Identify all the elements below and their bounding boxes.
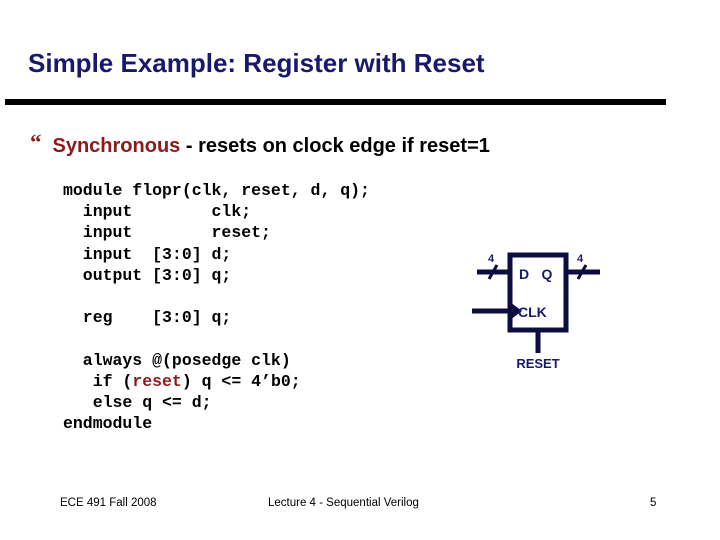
pin-label-clk: CLK — [518, 304, 547, 320]
footer-lecture-title: Lecture 4 - Sequential Verilog — [268, 497, 419, 509]
page-title: Simple Example: Register with Reset — [28, 48, 485, 78]
code-line: always @(posedge clk) — [63, 350, 291, 370]
code-line: output [3:0] q; — [63, 265, 232, 285]
d-bus-slash-icon — [487, 264, 499, 280]
clock-edge-triangle-icon — [510, 302, 522, 320]
footer-course: ECE 491 Fall 2008 — [60, 497, 157, 509]
q-bus-width-label: 4 — [577, 253, 584, 265]
code-line: input clk; — [63, 202, 252, 222]
schematic-svg: 4 4 D Q CLK RESET — [472, 252, 600, 371]
code-line: module flopr(clk, reset, d, q); — [63, 181, 370, 200]
q-bus-slash-icon — [576, 264, 588, 280]
reset-label: RESET — [516, 356, 559, 371]
code-keyword-reset: reset — [132, 371, 182, 391]
bullet-item: “ Synchronous - resets on clock edge if r… — [30, 130, 490, 159]
pin-label-q: Q — [542, 266, 553, 282]
code-line: reg [3:0] q; — [63, 308, 232, 328]
bullet-marker-icon: “ — [30, 130, 42, 155]
pin-label-d: D — [519, 266, 529, 282]
d-bus-width-label: 4 — [488, 253, 495, 265]
title-divider — [5, 99, 666, 105]
code-line: input reset; — [63, 223, 271, 243]
code-line: input [3:0] d; — [63, 244, 232, 264]
verilog-code-block: module flopr(clk, reset, d, q); input cl… — [63, 180, 370, 434]
code-line: else q <= d; — [63, 393, 212, 412]
code-blank-line — [63, 286, 370, 307]
footer-page-number: 5 — [650, 497, 657, 509]
code-line: endmodule — [63, 414, 153, 434]
code-blank-line — [63, 328, 370, 349]
register-schematic: 4 4 D Q CLK RESET — [460, 240, 620, 380]
bullet-description: - resets on clock edge if reset=1 — [180, 135, 490, 157]
bullet-keyword: Synchronous — [52, 135, 181, 157]
code-line: if (reset) q <= 4’b0; — [63, 371, 301, 391]
